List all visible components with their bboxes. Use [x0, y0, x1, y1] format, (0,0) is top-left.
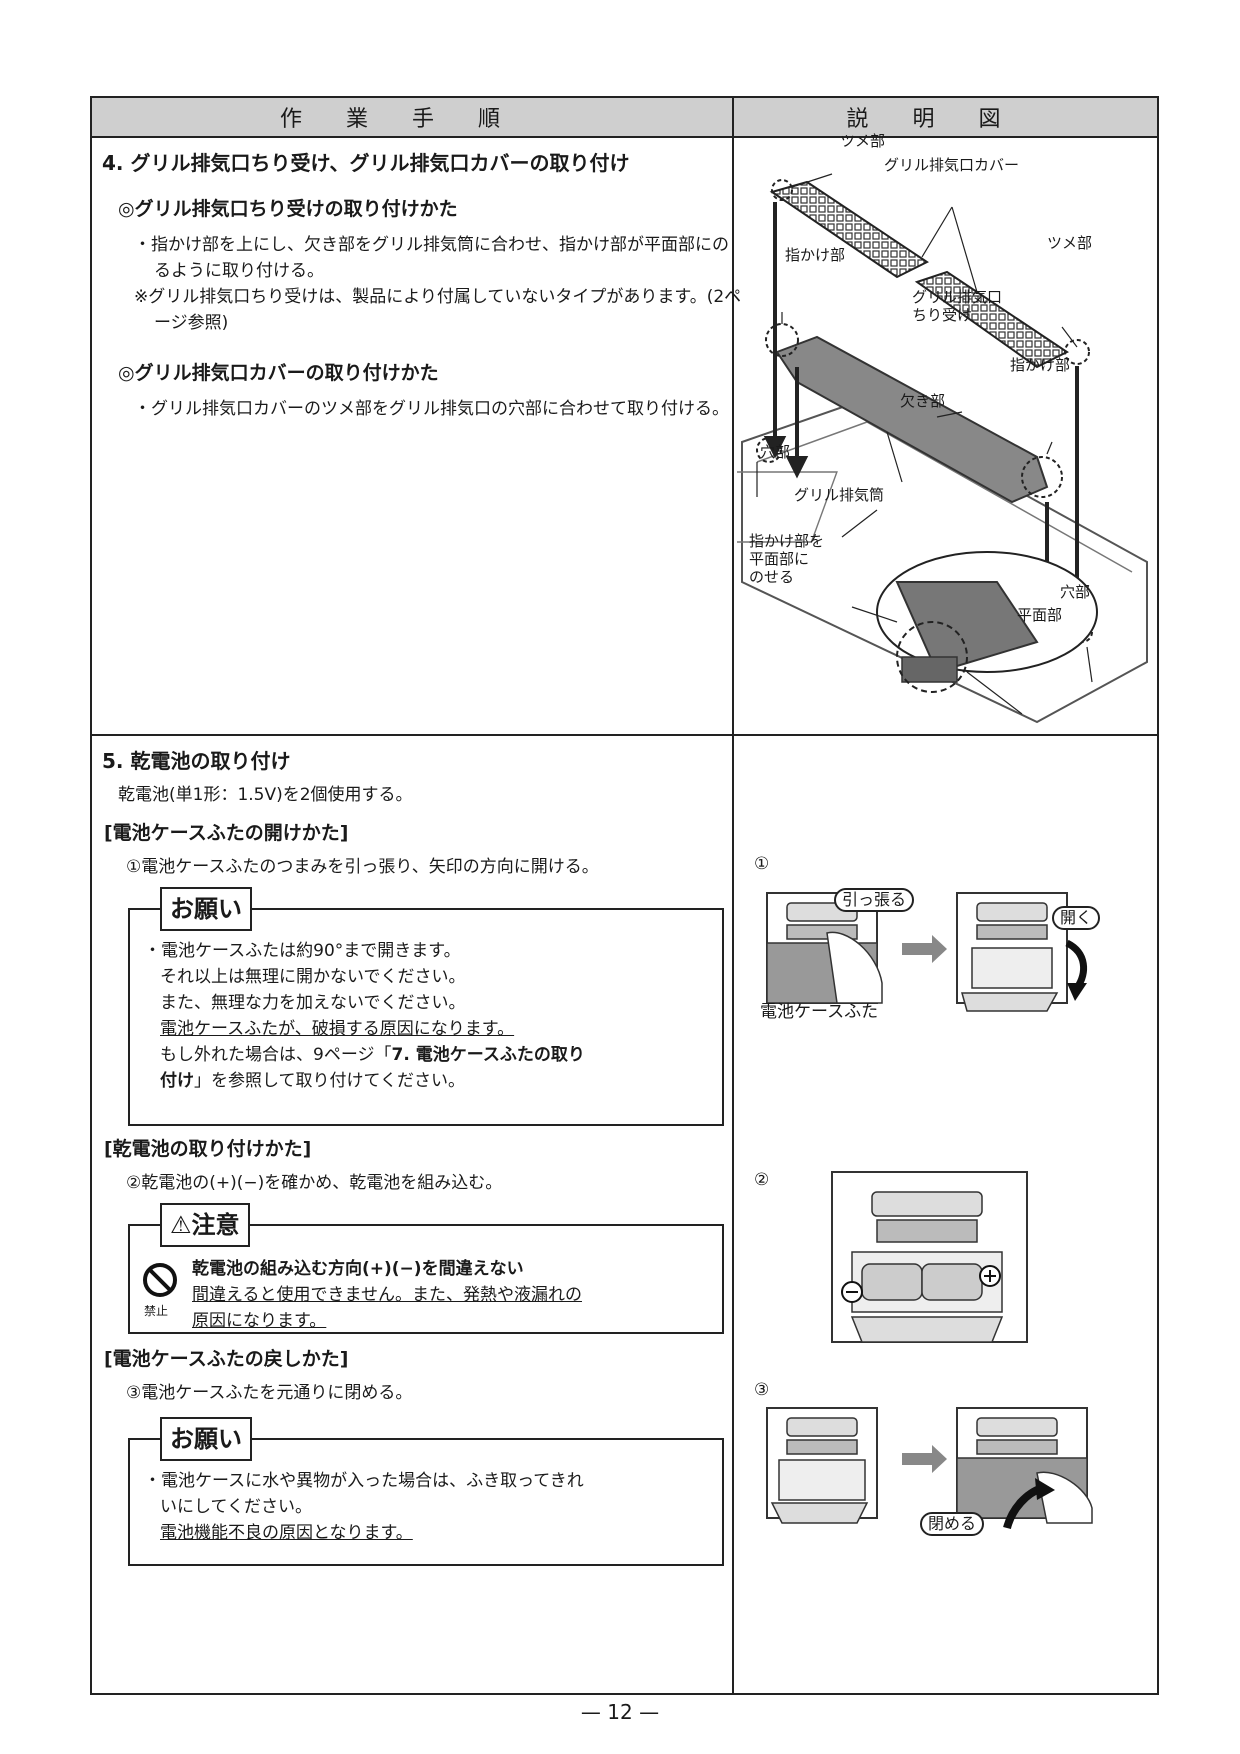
section4-sub1: ◎グリル排気口ちり受けの取り付けかた [118, 198, 458, 220]
request-box-2-title: お願い [160, 1417, 252, 1461]
request-box-1-title: お願い [160, 887, 252, 931]
table-frame: 作業手順 説明図 4. グリル排気口ちり受け、グリル排気口カバーの取り付け ◎グ… [90, 96, 1159, 1695]
caution-body: 乾電池の組み込む方向(+)(−)を間違えない 間違えると使用できません。また、発… [192, 1256, 712, 1334]
open-label: 開く [1052, 906, 1101, 930]
header-procedure: 作業手順 [92, 98, 734, 138]
label-tsume-top: ツメ部 [840, 132, 886, 150]
step3-text: ③電池ケースふたを元通りに閉める。 [126, 1383, 413, 1403]
label-tsume-right: ツメ部 [1047, 234, 1093, 252]
section5-intro: 乾電池(単1形：1.5V)を2個使用する。 [118, 785, 413, 805]
request1-line1: ・電池ケースふたは約90°まで開きます。 [144, 941, 461, 961]
label-exhaust-tube: グリル排気筒 [794, 486, 885, 504]
caution-line1: 間違えると使用できません。また、発熱や液漏れの [192, 1285, 582, 1305]
step2-text: ②乾電池の(+)(−)を確かめ、乾電池を組み込む。 [126, 1173, 503, 1193]
request2-line3: 電池機能不良の原因となります。 [160, 1523, 413, 1543]
close-label: 閉める [920, 1512, 985, 1536]
prohibition-icon [143, 1263, 177, 1297]
label-dust-tray: グリル排気口 ちり受け [912, 288, 1003, 324]
label-hole-right: 穴部 [1060, 583, 1091, 601]
prohibition-label: 禁止 [144, 1304, 169, 1318]
grill-exhaust-diagram [737, 173, 1148, 724]
section4-sub2: ◎グリル排気口カバーの取り付けかた [118, 362, 439, 384]
section4-sub1-text: ・指かけ部を上にし、欠き部をグリル排気筒に合わせ、指かけ部が平面部にのるように取… [134, 235, 729, 281]
request1-line3: また、無理な力を加えないでください。 [160, 993, 466, 1013]
request-box-1-body: ・電池ケースふたは約90°まで開きます。 それ以上は無理に開かないでください。 … [144, 938, 712, 1094]
request-box-1: お願い ・電池ケースふたは約90°まで開きます。 それ以上は無理に開かないでくだ… [128, 887, 724, 1126]
header-illustration: 説明図 [734, 98, 1157, 138]
close-heading: [電池ケースふたの戻しかた] [104, 1348, 349, 1370]
label-hole-left: 穴部 [760, 443, 791, 461]
fig2-number: ② [754, 1170, 770, 1190]
label-notch: 欠き部 [900, 392, 946, 410]
section4-note: ※グリル排気口ちり受けは、製品により付属していないタイプがあります。(2ページ参… [134, 287, 742, 333]
caution-bold: 乾電池の組み込む方向(+)(−)を間違えない [192, 1259, 524, 1279]
open-heading: [電池ケースふたの開けかた] [104, 822, 349, 844]
fig3-number: ③ [754, 1380, 770, 1400]
request1-line4: 電池ケースふたが、破損する原因になります。 [160, 1019, 515, 1039]
caution-line2: 原因になります。 [192, 1311, 327, 1331]
battery-insert-diagram [831, 1171, 1028, 1343]
section5-title: 5. 乾電池の取り付け [102, 749, 291, 773]
request-box-2: お願い ・電池ケースに水や異物が入った場合は、ふき取ってきれ いにしてください。… [128, 1417, 724, 1566]
label-place-on-flat: 指かけ部を 平面部に のせる [749, 532, 825, 586]
battery-lid-label: 電池ケースふた [760, 1002, 879, 1022]
label-grill-cover: グリル排気口カバー [884, 156, 1020, 174]
request2-line1: ・電池ケースに水や異物が入った場合は、ふき取ってきれ [144, 1471, 584, 1491]
request1-line6: 付け」を参照して取り付けてください。 [160, 1071, 465, 1091]
step1-text: ①電池ケースふたのつまみを引っ張り、矢印の方向に開ける。 [126, 857, 599, 877]
column-divider [732, 138, 734, 1695]
request1-line2: それ以上は無理に開かないでください。 [160, 967, 466, 987]
label-flat-surface: 平面部 [1017, 606, 1063, 624]
fig1-number: ① [754, 854, 770, 874]
request1-line5: もし外れた場合は、9ページ「7. 電池ケースふたの取り [160, 1045, 585, 1065]
request2-line2: いにしてください。 [160, 1497, 312, 1517]
install-heading: [乾電池の取り付けかた] [104, 1138, 312, 1160]
caution-box: ⚠注意 禁止 乾電池の組み込む方向(+)(−)を間違えない 間違えると使用できま… [128, 1203, 724, 1334]
pull-label: 引っ張る [834, 888, 915, 912]
section4-sub2-text: ・グリル排気口カバーのツメ部をグリル排気口の穴部に合わせて取り付ける。 [134, 399, 729, 419]
section4-title: 4. グリル排気口ちり受け、グリル排気口カバーの取り付け [102, 151, 630, 175]
label-yubikake-left: 指かけ部 [785, 246, 846, 264]
battery-lid-close-diagram [766, 1407, 1093, 1530]
caution-box-title: ⚠注意 [160, 1203, 250, 1247]
label-yubikake-right: 指かけ部 [1010, 356, 1071, 374]
page-number: — 12 — [580, 1700, 660, 1724]
request-box-2-body: ・電池ケースに水や異物が入った場合は、ふき取ってきれ いにしてください。 電池機… [144, 1468, 712, 1546]
row-divider [92, 734, 1157, 736]
